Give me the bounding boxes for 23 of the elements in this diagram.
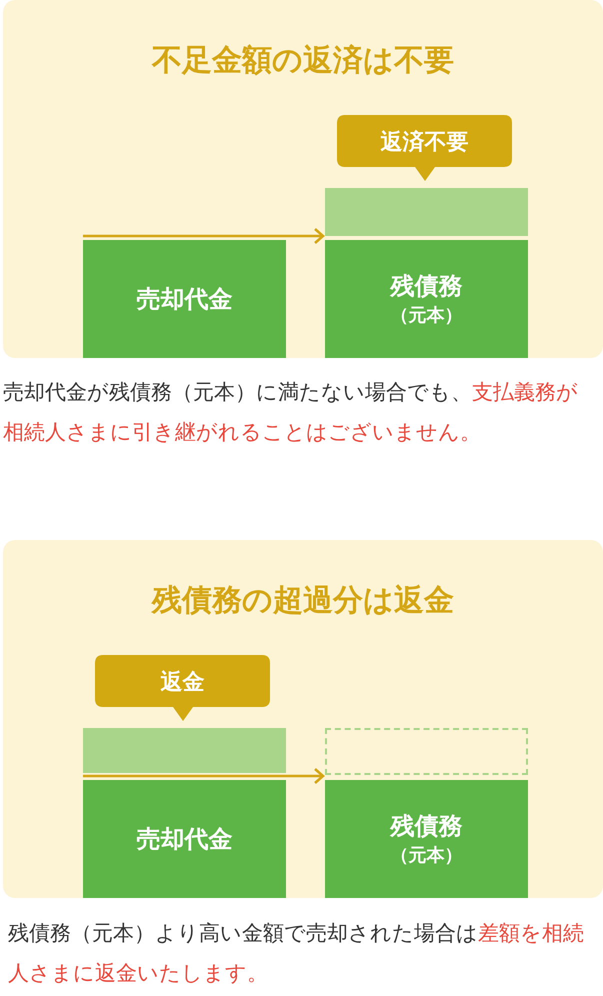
arrow — [83, 768, 324, 784]
bar — [325, 188, 528, 236]
bar — [83, 780, 286, 898]
dashed-box — [325, 728, 528, 775]
bar — [83, 240, 286, 358]
panel-title: 不足金額の返済は不要 — [150, 42, 455, 80]
panel — [3, 0, 603, 358]
bar — [325, 780, 528, 898]
panel — [3, 540, 603, 898]
bar-label: 売却代金 — [136, 284, 232, 315]
bar-label: 残債務 — [390, 271, 462, 302]
bar-label: 残債務 — [390, 811, 462, 842]
description-text: 残債務（元本）より高い金額で売却された場合は差額を相続人さまに返金いたします。 — [8, 920, 585, 987]
bar — [83, 728, 286, 773]
description-text: 売却代金が残債務（元本）に満たない場合でも、支払義務が相続人さまに引き継がれることはございません。 — [3, 379, 579, 446]
bar-sublabel: （元本） — [390, 304, 462, 328]
bar — [325, 240, 528, 358]
bar-sublabel: （元本） — [390, 844, 462, 868]
arrow — [83, 228, 324, 244]
callout-bubble: 返済不要 — [337, 115, 512, 181]
bar-label: 売却代金 — [136, 824, 232, 855]
panel-title: 残債務の超過分は返金 — [150, 582, 455, 620]
callout-bubble: 返金 — [95, 655, 270, 721]
